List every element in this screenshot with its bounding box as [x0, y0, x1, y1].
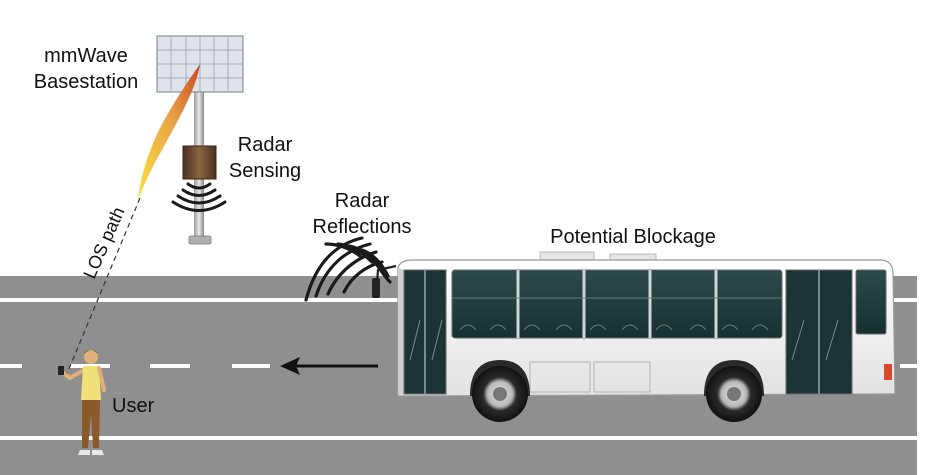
- user-label: User: [112, 395, 155, 417]
- lane-line-bottom: [0, 436, 917, 440]
- potential-blockage-label: Potential Blockage: [550, 226, 716, 248]
- radar-reflections-label-line1: Radar: [335, 190, 390, 212]
- basestation-label-line2: Basestation: [34, 71, 139, 93]
- basestation-label-line1: mmWave: [44, 45, 128, 67]
- radar-sensing-label-line2: Sensing: [229, 160, 301, 182]
- beam-lobe: [138, 64, 200, 200]
- arrow-left-icon: [280, 357, 378, 375]
- radar-sensor-icon: [182, 145, 217, 180]
- bus-icon: [372, 251, 896, 422]
- radar-reflection-arcs: [304, 236, 384, 302]
- person-icon: [58, 350, 106, 455]
- radar-reflections-label-line2: Reflections: [313, 216, 412, 238]
- radar-sensing-waves: [171, 182, 227, 212]
- radar-sensing-label-line1: Radar: [238, 134, 293, 156]
